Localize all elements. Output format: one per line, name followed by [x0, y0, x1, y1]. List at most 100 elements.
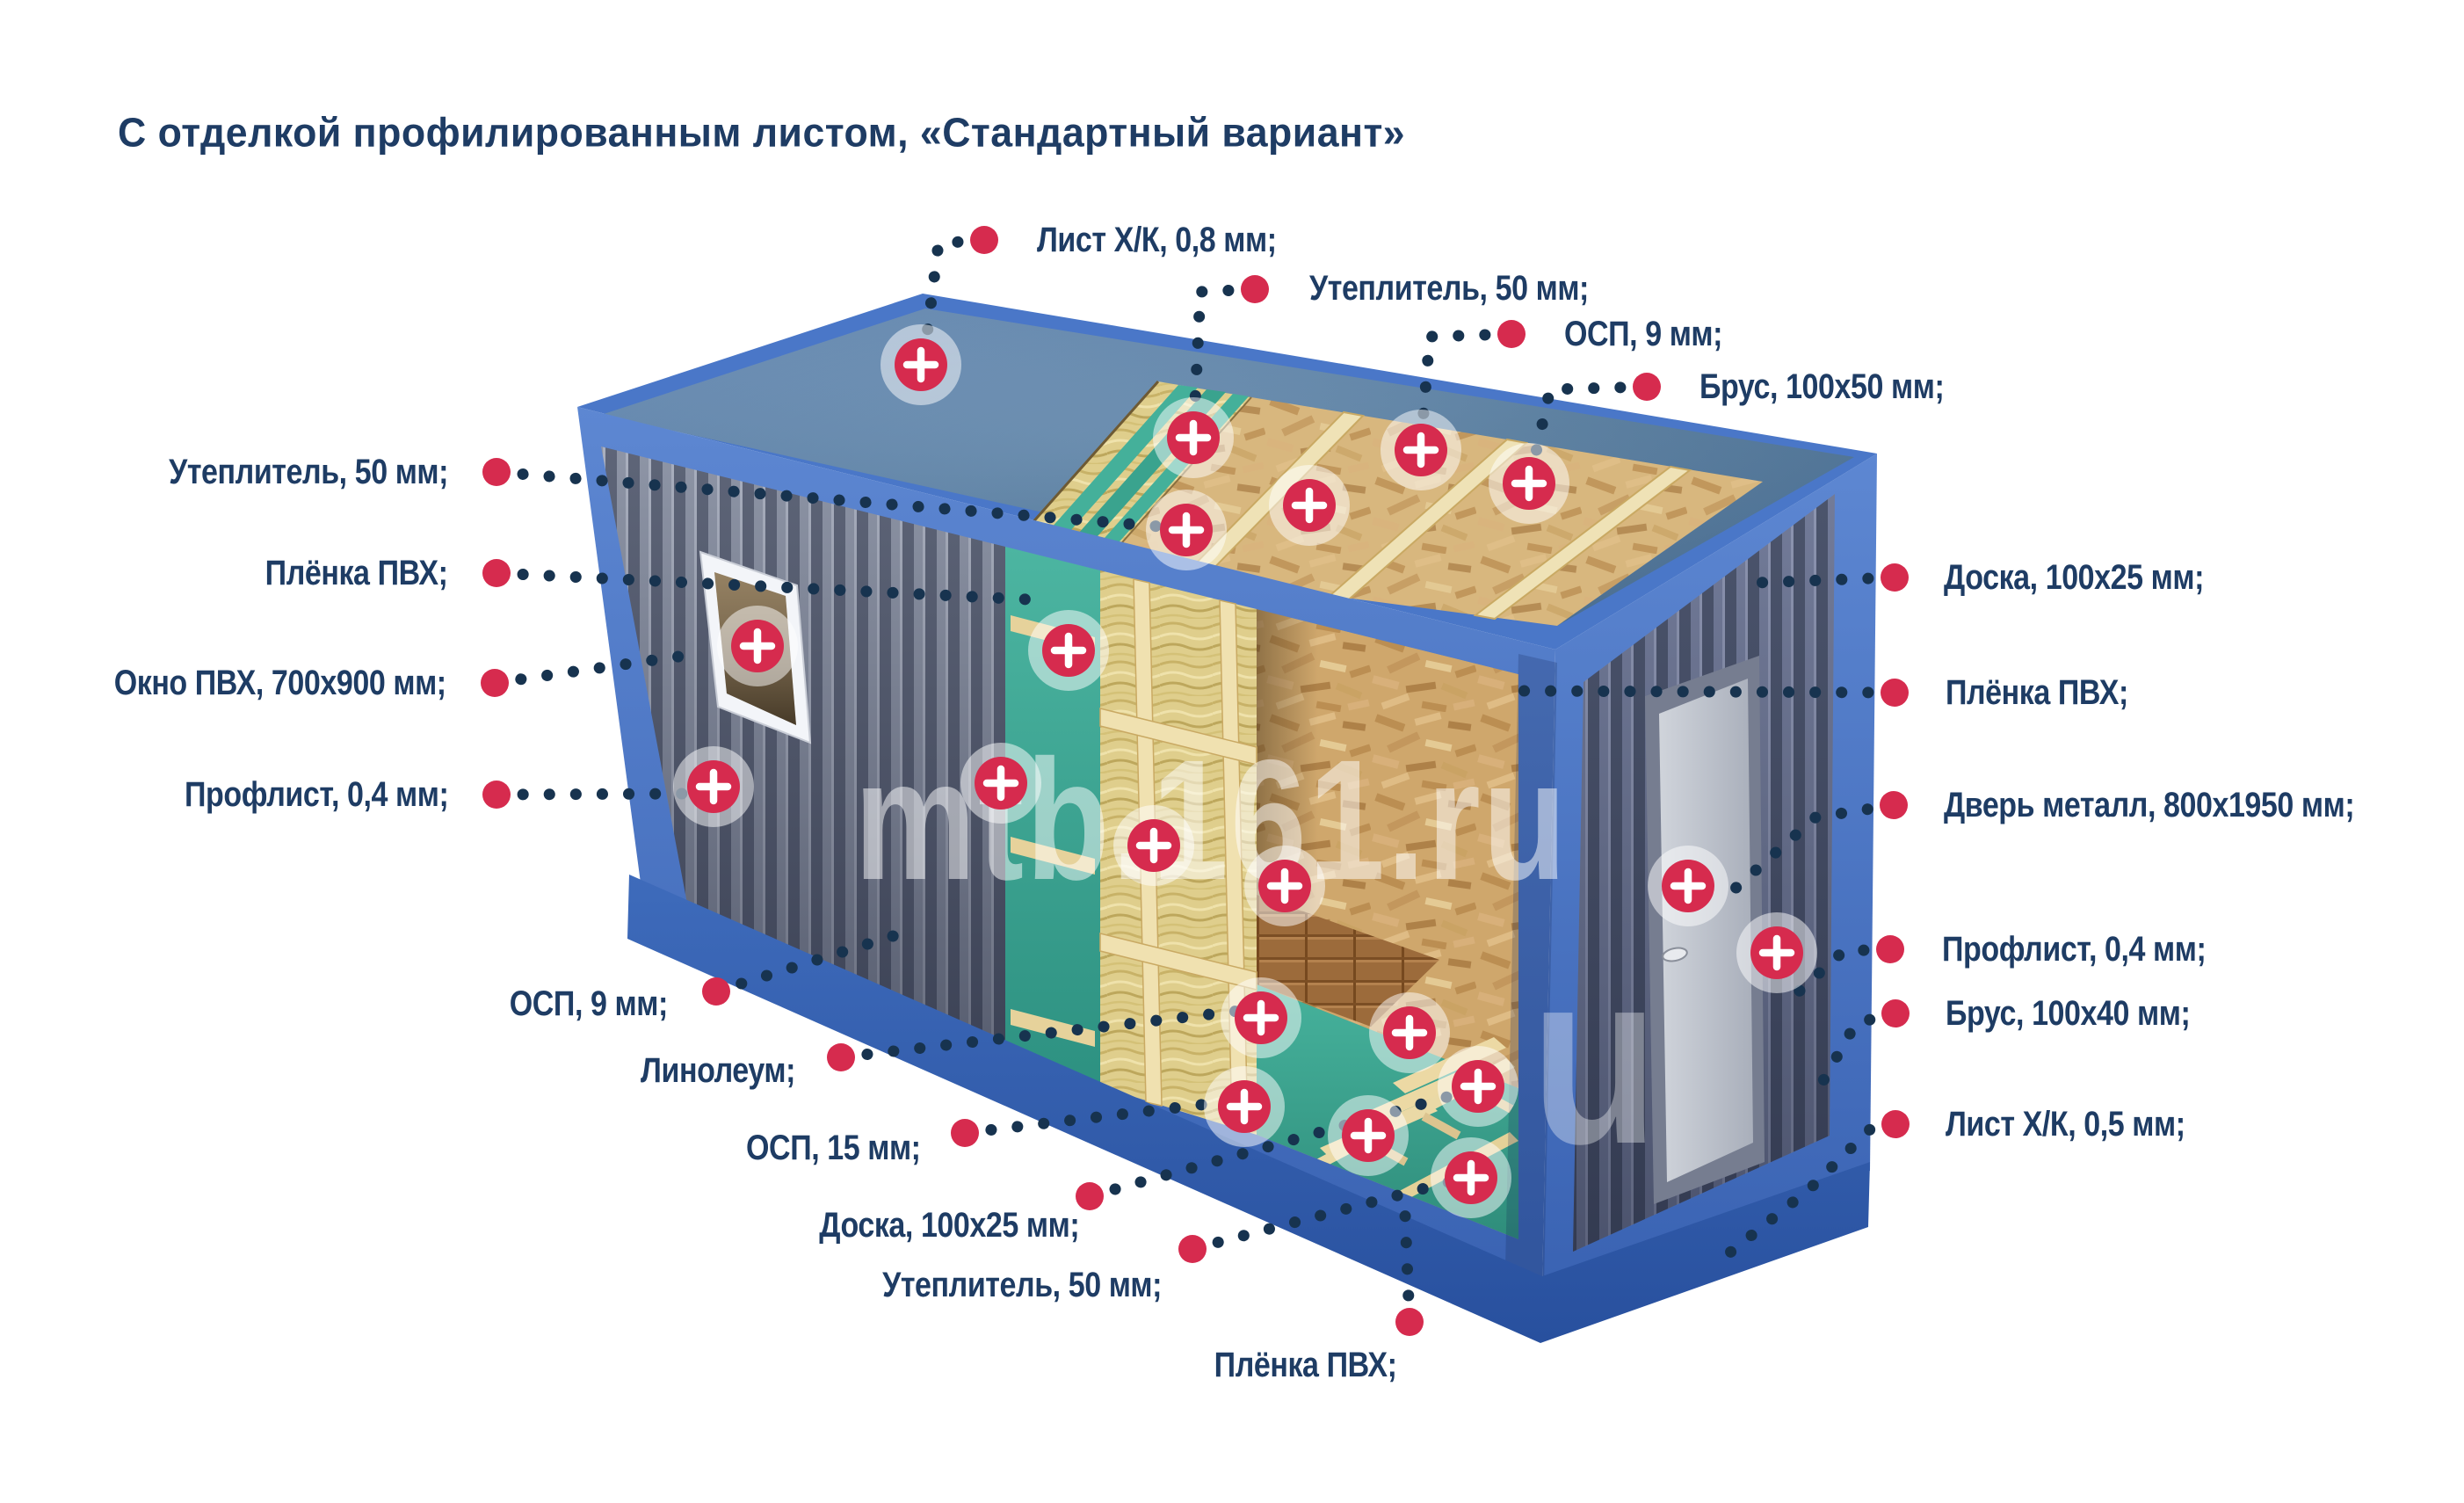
plus-icon [695, 768, 732, 805]
leader-line [1514, 685, 1901, 699]
leader-line [1750, 571, 1901, 589]
plus-marker[interactable] [881, 324, 961, 405]
leader-line [1186, 1175, 1458, 1255]
callout-dot [1241, 275, 1269, 303]
plus-icon [1050, 632, 1087, 669]
callout-dot [1633, 373, 1661, 401]
plus-icon [1135, 827, 1172, 864]
plus-marker[interactable] [1269, 465, 1350, 546]
leader-line [1718, 799, 1900, 904]
callout-dot [1076, 1182, 1104, 1210]
plus-icon [1391, 1014, 1428, 1051]
callout-label: Доска, 100х25 мм; [1944, 558, 2204, 597]
callout-dot [1395, 1308, 1424, 1336]
callout-label: Дверь металл, 800х1950 мм; [1944, 786, 2355, 824]
plus-marker[interactable] [1381, 410, 1461, 490]
plus-marker[interactable] [1489, 443, 1569, 524]
callout-dot [1880, 791, 1908, 819]
door [1645, 656, 1765, 1204]
plus-marker[interactable] [1244, 846, 1325, 926]
plus-icon [1511, 465, 1547, 502]
callout-label: Линолеум; [641, 1051, 795, 1090]
leader-line [959, 1094, 1243, 1139]
leader-line [1416, 328, 1518, 440]
callout-label: Лист Х/К, 0,8 мм; [1037, 221, 1277, 259]
callout-dot [1876, 935, 1904, 963]
callout-dot [827, 1043, 855, 1071]
callout-dot [951, 1119, 979, 1147]
plus-icon [1243, 999, 1279, 1036]
plus-marker[interactable] [960, 743, 1041, 824]
plus-icon [1350, 1117, 1387, 1154]
callout-dot [1881, 999, 1910, 1027]
plus-icon [1460, 1068, 1497, 1105]
plus-icon [739, 628, 776, 664]
callout-dot [482, 781, 511, 809]
plus-marker[interactable] [1369, 992, 1450, 1073]
callout-dot [702, 977, 730, 1006]
plus-icon [1670, 868, 1707, 904]
callout-dot [482, 458, 511, 486]
plus-icon [1226, 1088, 1263, 1125]
callout-dot [481, 669, 509, 697]
callout-label: Утеплитель, 50 мм; [169, 453, 448, 491]
plus-marker[interactable] [1736, 912, 1817, 993]
leader-line [1399, 1209, 1416, 1328]
right-wall [1542, 454, 1877, 1285]
plus-icon [1453, 1159, 1489, 1196]
plus-marker[interactable] [1431, 1137, 1511, 1218]
plus-icon [1291, 487, 1328, 524]
plus-marker[interactable] [1153, 397, 1234, 478]
callout-label: Брус, 100х40 мм; [1946, 994, 2191, 1033]
watermark-fragment: u [1531, 921, 1658, 1195]
leader-line [1083, 1086, 1469, 1202]
plus-markers [673, 324, 1817, 1218]
callout-label: Лист Х/К, 0,5 мм; [1946, 1105, 2185, 1144]
watermark: mtb.161.ru [854, 724, 1569, 916]
page-title: С отделкой профилированным листом, «Стан… [118, 109, 1406, 156]
plus-marker[interactable] [1438, 1046, 1518, 1127]
callout-dot [1178, 1235, 1207, 1263]
plus-marker[interactable] [1028, 610, 1109, 691]
leader-line [1526, 381, 1653, 474]
plus-icon [982, 765, 1019, 802]
callout-dot [1881, 1110, 1910, 1138]
plus-marker[interactable] [1328, 1095, 1409, 1176]
callout-label: Плёнка ПВХ; [1214, 1346, 1397, 1384]
callout-label: Плёнка ПВХ; [1946, 673, 2128, 712]
plus-icon [1758, 934, 1795, 971]
plus-marker[interactable] [1648, 846, 1728, 926]
callout-label: Плёнка ПВХ; [265, 554, 448, 592]
leader-line [490, 567, 1034, 606]
callout-label: ОСП, 15 мм; [746, 1129, 921, 1167]
callout-dot [1497, 320, 1526, 348]
callout-label: Брус, 100х50 мм; [1699, 367, 1945, 406]
callout-dot [482, 559, 511, 587]
leader-lines [481, 226, 1910, 1336]
callout-label: Профлист, 0,4 мм; [184, 775, 449, 814]
plus-marker[interactable] [1204, 1066, 1285, 1147]
callout-label: Окно ПВХ, 700х900 мм; [114, 664, 446, 702]
plus-icon [1168, 512, 1205, 548]
callout-label: ОСП, 9 мм; [1564, 315, 1723, 353]
callout-label: Утеплитель, 50 мм; [1309, 269, 1589, 308]
plus-icon [1266, 868, 1303, 904]
callout-label: Доска, 100х25 мм; [819, 1206, 1079, 1245]
plus-marker[interactable] [673, 746, 754, 827]
plus-marker[interactable] [1146, 490, 1227, 570]
plus-marker[interactable] [1221, 977, 1301, 1058]
callout-dot [970, 226, 998, 254]
callout-label: ОСП, 9 мм; [509, 984, 668, 1023]
plus-marker[interactable] [1113, 805, 1194, 886]
callout-dot [1881, 679, 1909, 707]
plus-icon [1175, 419, 1212, 456]
callout-label: Профлист, 0,4 мм; [1942, 930, 2207, 969]
leader-line [1188, 283, 1261, 426]
leader-line [835, 1003, 1261, 1064]
leader-line [490, 788, 690, 801]
leader-line [489, 647, 709, 689]
callout-label: Утеплитель, 50 мм; [882, 1266, 1162, 1304]
door-handle [1662, 947, 1688, 962]
plus-marker[interactable] [717, 606, 798, 686]
